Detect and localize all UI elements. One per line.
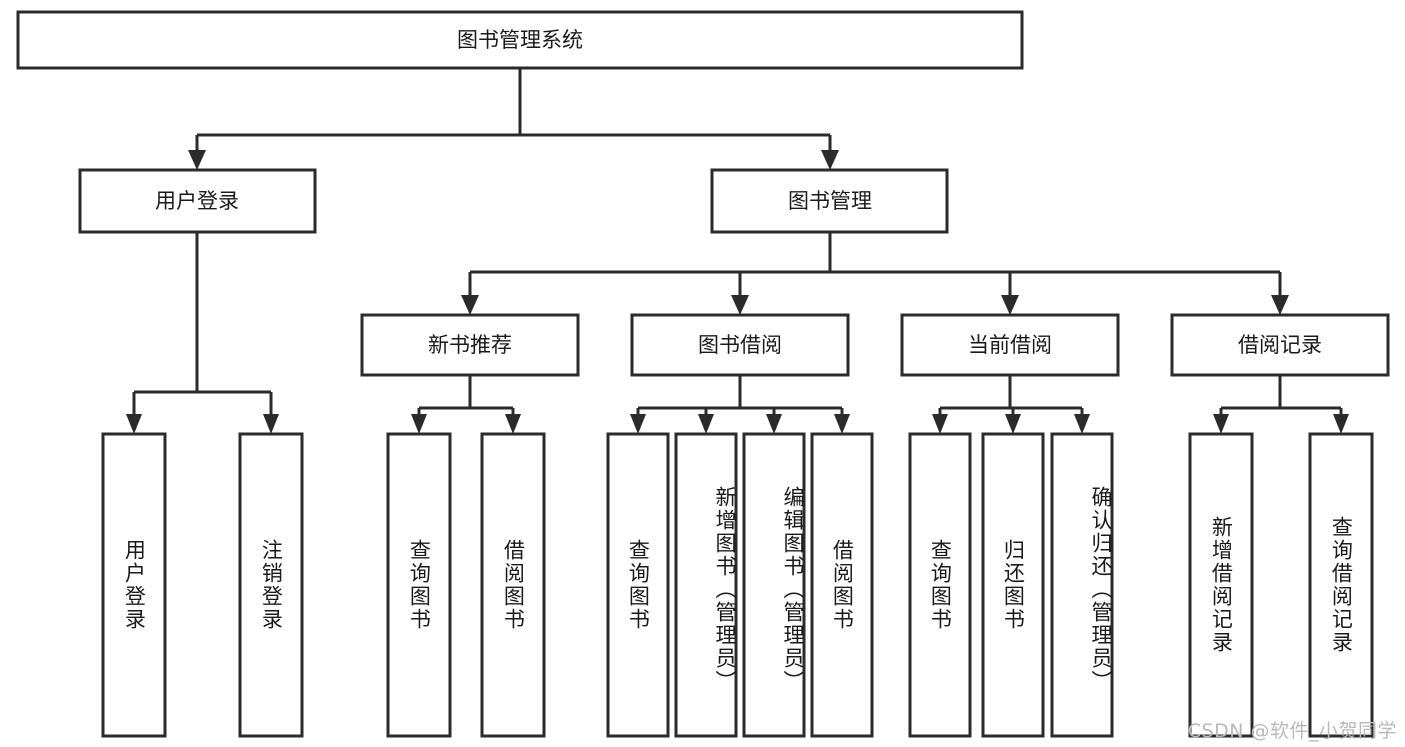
node-new-book-recommend-label: 新书推荐 — [428, 333, 512, 357]
node-current-borrow[interactable]: 当前借阅 — [900, 313, 1120, 377]
connector-group-book-mgmt — [461, 232, 1289, 315]
leaf-box-query-book-2[interactable] — [606, 432, 670, 738]
leaf-box-add-book[interactable] — [674, 432, 738, 738]
arrow-head-leaf-add-record — [1213, 414, 1229, 434]
node-book-borrow-label: 图书借阅 — [698, 333, 782, 357]
node-book-management-box[interactable] — [710, 168, 949, 234]
arrow-head-leaf-user-login — [126, 414, 142, 434]
leaf-box-borrow-book-1[interactable] — [480, 432, 546, 738]
arrow-head-leaf-add-book — [698, 414, 714, 434]
leaf-box-confirm-return[interactable] — [1050, 432, 1114, 738]
node-book-borrow[interactable]: 图书借阅 — [630, 313, 850, 377]
node-book-management[interactable]: 图书管理 — [710, 168, 949, 234]
leaf-box-query-book-3[interactable] — [908, 432, 972, 738]
arrow-head-book-mgmt — [821, 150, 839, 170]
connector-group-borrow-record — [1213, 375, 1349, 434]
arrow-head-current-borrow — [1001, 295, 1019, 315]
arrow-head-leaf-query-book-2 — [630, 414, 646, 434]
arrow-head-leaf-logout — [263, 414, 279, 434]
connector-group-new-book — [411, 375, 521, 434]
arrow-head-leaf-query-book-3 — [932, 414, 948, 434]
arrow-head-leaf-query-book-1 — [411, 414, 427, 434]
leaf-box-return-book[interactable] — [981, 432, 1045, 738]
node-root-system-box[interactable] — [16, 10, 1024, 70]
csdn-watermark: CSDN @软件_小贺同学 — [1187, 720, 1397, 742]
leaf-box-user-login[interactable] — [101, 432, 167, 738]
connector-group-root — [188, 68, 839, 170]
node-current-borrow-label: 当前借阅 — [968, 333, 1052, 357]
node-root-system[interactable]: 图书管理系统 — [16, 10, 1024, 70]
node-book-management-label: 图书管理 — [788, 189, 872, 213]
arrow-head-user-login — [188, 150, 206, 170]
arrow-head-leaf-confirm-return — [1074, 414, 1090, 434]
node-root-system-label: 图书管理系统 — [457, 28, 583, 52]
node-new-book-recommend[interactable]: 新书推荐 — [360, 313, 580, 377]
leaf-box-edit-book[interactable] — [742, 432, 806, 738]
node-new-book-recommend-box[interactable] — [360, 313, 580, 377]
leaf-box-logout[interactable] — [238, 432, 304, 738]
leaf-box-add-record[interactable] — [1188, 432, 1254, 738]
leaf-boxes-group — [101, 432, 1374, 738]
connector-group-borrow-book — [630, 375, 850, 434]
node-user-login[interactable]: 用户登录 — [78, 168, 317, 234]
arrow-head-borrow-book — [731, 295, 749, 315]
connector-group-current-borrow — [932, 375, 1090, 434]
arrow-head-leaf-borrow-book-1 — [505, 414, 521, 434]
node-borrow-record[interactable]: 借阅记录 — [1170, 313, 1390, 377]
leaf-box-query-record[interactable] — [1308, 432, 1374, 738]
node-borrow-record-box[interactable] — [1170, 313, 1390, 377]
arrow-head-leaf-edit-book — [766, 414, 782, 434]
leaf-box-query-book-1[interactable] — [386, 432, 452, 738]
arrow-head-leaf-borrow-book-2 — [834, 414, 850, 434]
node-user-login-label: 用户登录 — [155, 189, 239, 213]
arrow-head-borrow-record — [1271, 295, 1289, 315]
node-borrow-record-label: 借阅记录 — [1238, 333, 1322, 357]
node-user-login-box[interactable] — [78, 168, 317, 234]
connector-group-user-login — [126, 232, 279, 434]
arrow-head-new-book — [461, 295, 479, 315]
node-book-borrow-box[interactable] — [630, 313, 850, 377]
node-current-borrow-box[interactable] — [900, 313, 1120, 377]
leaf-box-borrow-book-2[interactable] — [810, 432, 874, 738]
arrow-head-leaf-return-book — [1005, 414, 1021, 434]
arrow-head-leaf-query-record — [1333, 414, 1349, 434]
